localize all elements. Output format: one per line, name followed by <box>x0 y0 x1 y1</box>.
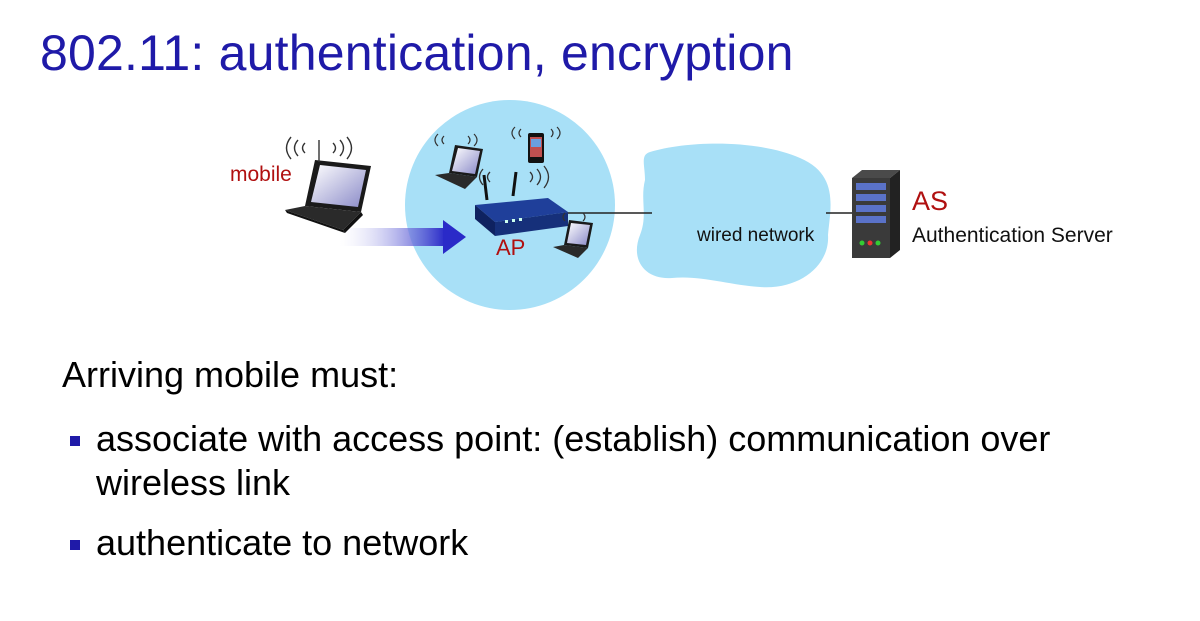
phone-icon <box>528 133 544 163</box>
as-label: AS <box>912 186 949 216</box>
bullet-item: authenticate to network <box>68 521 1188 565</box>
authentication-server-label: Authentication Server <box>912 224 1113 247</box>
mobile-label: mobile <box>230 163 292 186</box>
wired-network-cloud <box>636 143 831 288</box>
server-icon <box>852 170 900 258</box>
arrow-icon <box>340 220 466 254</box>
bullet-square-icon <box>70 436 80 446</box>
laptop-icon <box>553 220 593 258</box>
wifi-signal-icon <box>285 136 353 162</box>
ap-label: AP <box>496 235 526 260</box>
laptop-icon <box>285 160 371 233</box>
wired-network-label: wired network <box>697 225 815 246</box>
laptop-icon <box>435 145 483 189</box>
bullet-text: associate with access point: (establish)… <box>96 418 1051 503</box>
wifi-signal-icon <box>562 212 586 222</box>
wifi-signal-icon <box>434 133 478 147</box>
slide-title: 802.11: authentication, encryption <box>40 25 794 81</box>
wifi-signal-icon <box>511 126 561 140</box>
bullet-list: associate with access point: (establish)… <box>68 417 1188 581</box>
wifi-signal-icon <box>478 165 550 189</box>
lead-text: Arriving mobile must: <box>62 354 399 395</box>
router-icon <box>475 171 568 236</box>
bullet-text: authenticate to network <box>96 522 469 563</box>
bullet-square-icon <box>70 540 80 550</box>
bullet-item: associate with access point: (establish)… <box>68 417 1188 505</box>
